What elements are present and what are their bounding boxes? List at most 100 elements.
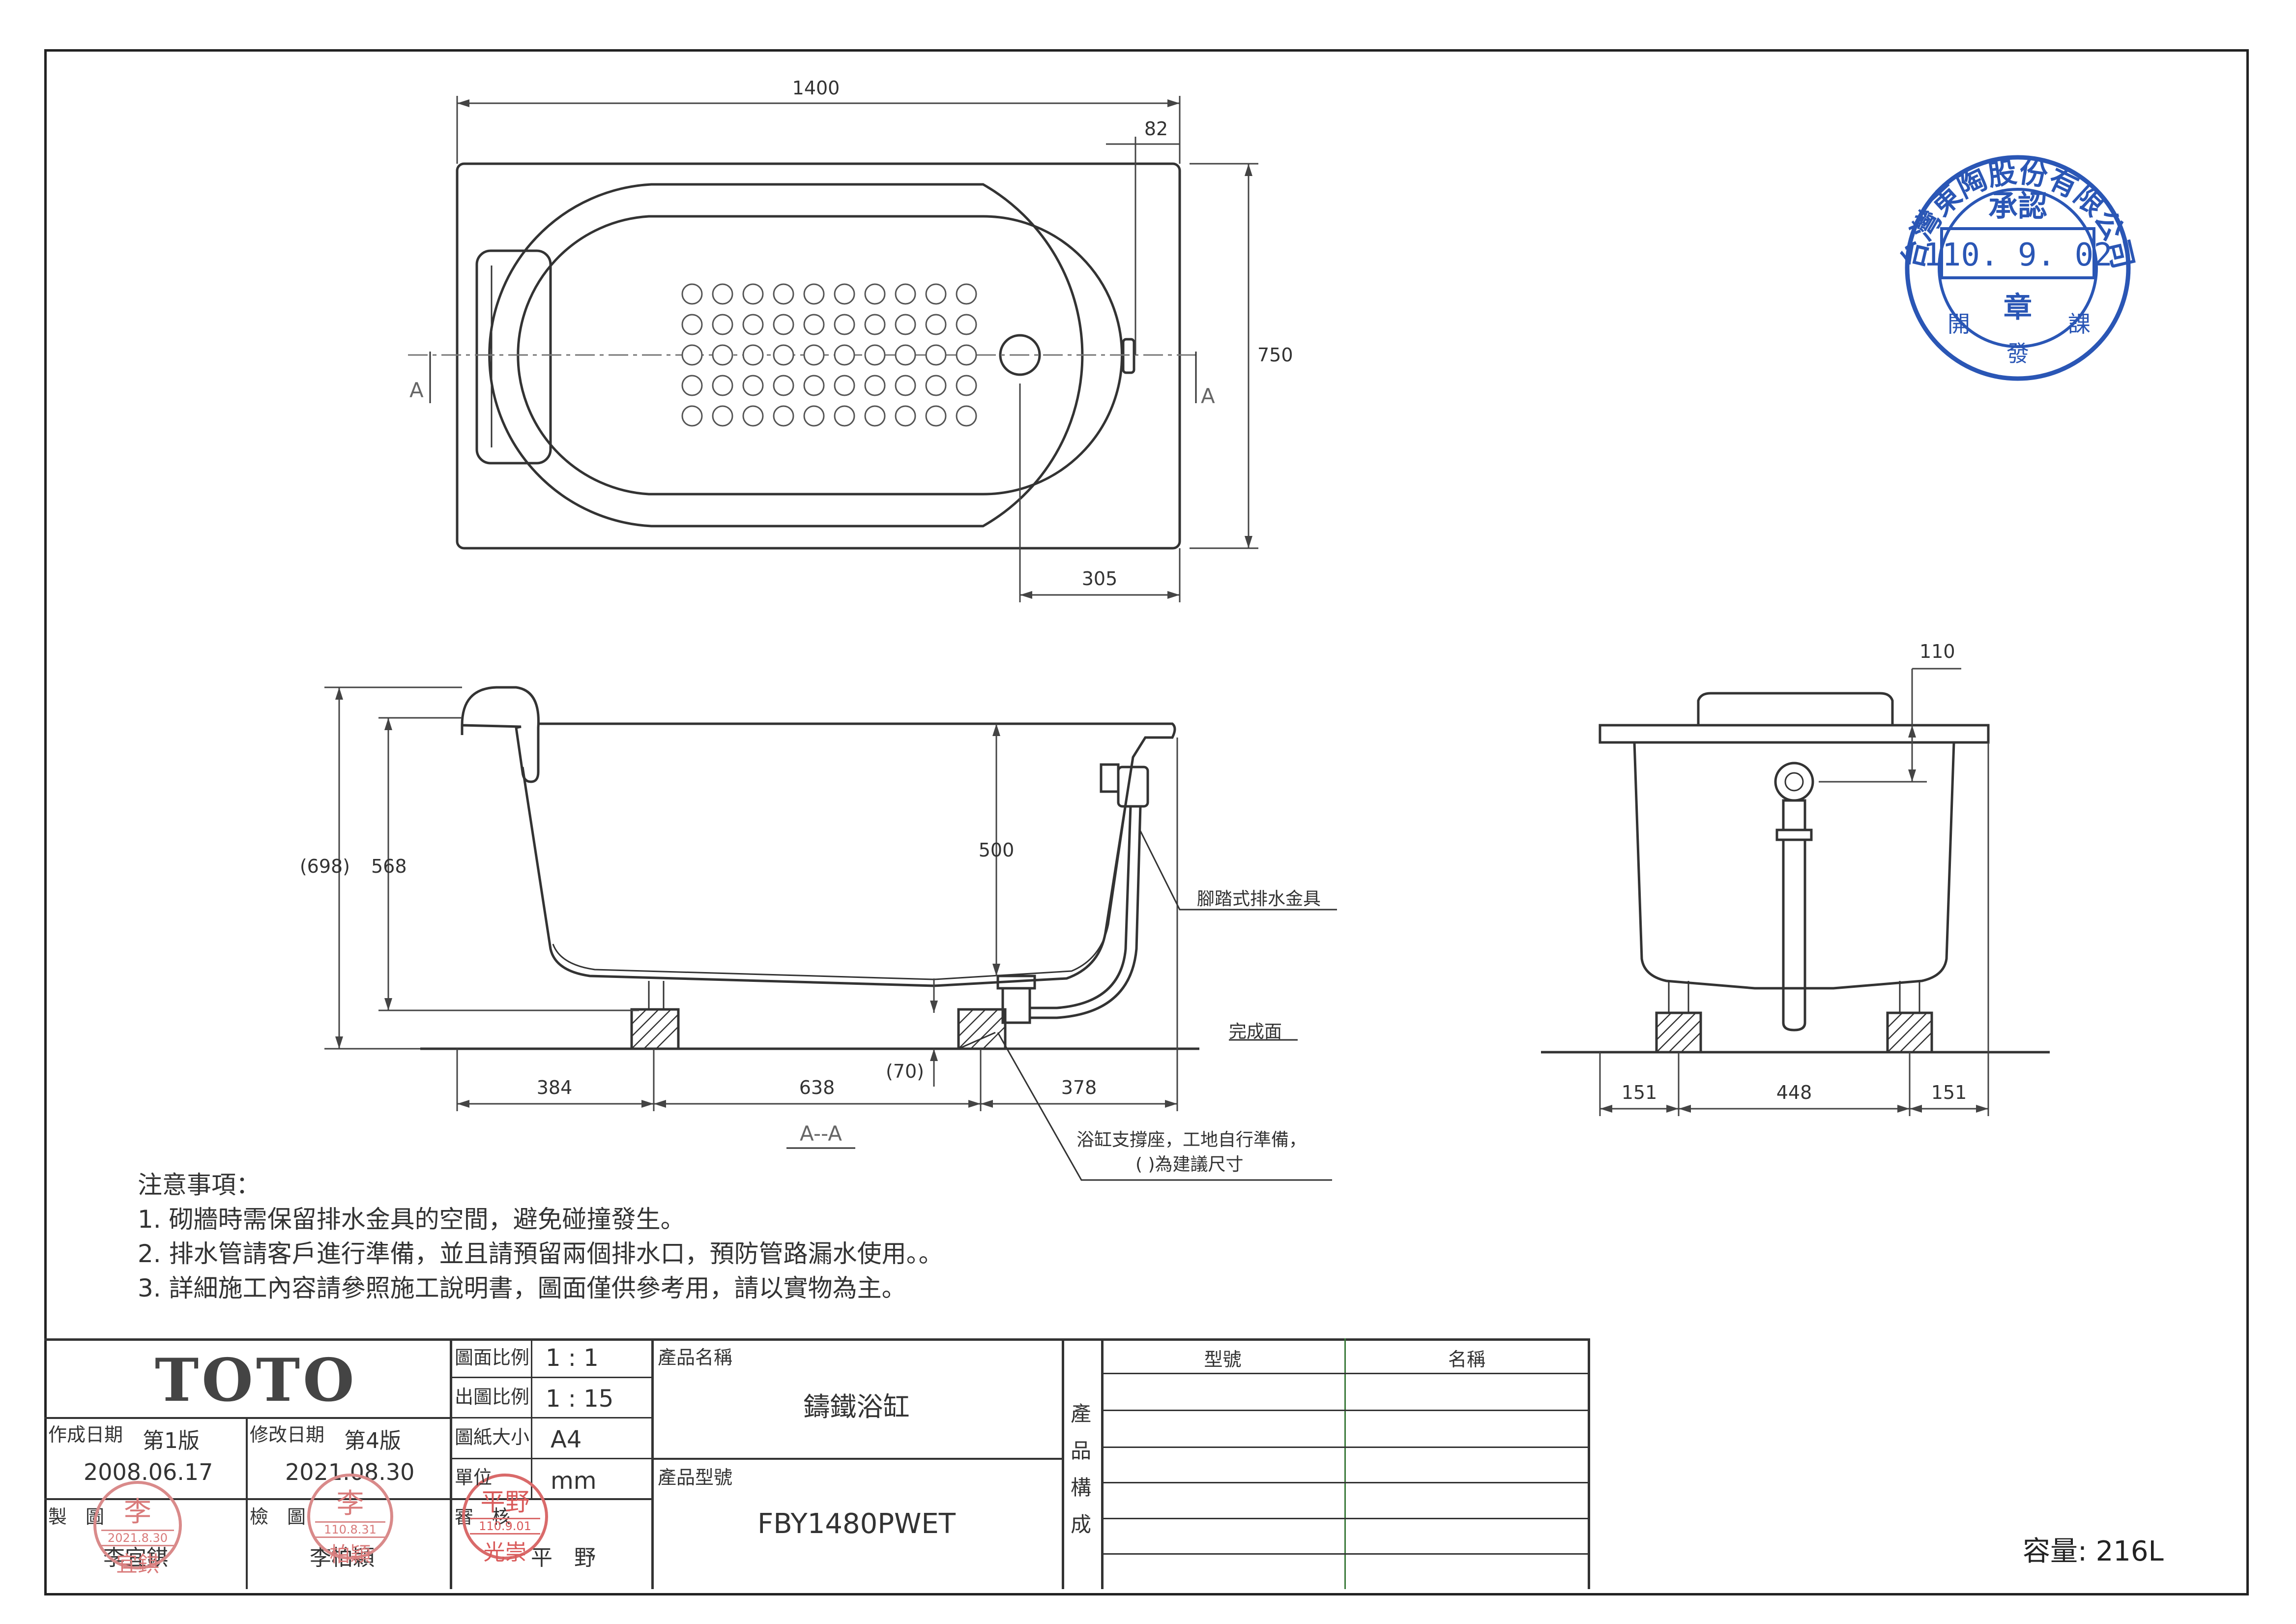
dim-section-right: 378 <box>1061 1077 1097 1098</box>
anti-slip-dot <box>712 283 733 305</box>
product-name: 鑄鐵浴缸 <box>803 1391 910 1422</box>
dim-depth: 500 <box>979 839 1015 861</box>
stamp-seal: 章 <box>2004 291 2032 324</box>
anti-slip-dot <box>773 314 794 335</box>
capacity: 容量: 216L <box>2023 1535 2164 1567</box>
stamp-bottom: 發 <box>2006 340 2029 367</box>
anti-slip-dot <box>834 344 855 366</box>
anti-slip-dot <box>925 405 947 427</box>
anti-slip-dot <box>773 375 794 396</box>
title-block: TOTO 作成日期 第1版 2008.06.17 修改日期 第4版 2021.0… <box>44 1338 1590 1589</box>
stamp-date: 110. 9. 02 <box>1923 237 2112 273</box>
anti-slip-dot <box>864 405 886 427</box>
stamp-left: 開 <box>1947 311 1970 337</box>
dim-side-left: 151 <box>1622 1082 1657 1103</box>
dim-drain: 305 <box>1082 568 1118 590</box>
product-name-label: 產品名稱 <box>658 1347 733 1368</box>
anti-slip-dot <box>895 344 916 366</box>
col-model-header: 型號 <box>1204 1349 1242 1370</box>
anti-slip-dot <box>803 405 825 427</box>
anti-slip-dot <box>864 314 886 335</box>
anti-slip-dot <box>681 405 703 427</box>
stamp-center: 承認 <box>1988 189 2047 224</box>
anti-slip-dot <box>834 283 855 305</box>
created-version: 第1版 <box>143 1428 200 1453</box>
anti-slip-dot <box>681 344 703 366</box>
tub-rim-inner <box>488 183 1084 528</box>
anti-slip-dot <box>895 283 916 305</box>
headrest-section <box>461 686 540 783</box>
product-model: FBY1480PWET <box>757 1508 956 1540</box>
checked-label: 檢 圖 <box>250 1506 306 1528</box>
anti-slip-dot <box>864 283 886 305</box>
section-mark-left: A <box>409 378 424 402</box>
stamp-checked: 李 110.8.31 柏穎 <box>307 1474 393 1566</box>
tub-shell-section <box>521 722 1176 987</box>
col-name-header: 名稱 <box>1448 1349 1485 1370</box>
anti-slip-dot <box>834 375 855 396</box>
anti-slip-dot <box>834 405 855 427</box>
dim-height-total: (698) <box>300 856 350 877</box>
anti-slip-dot <box>803 344 825 366</box>
anti-slip-dot <box>773 405 794 427</box>
created-label: 作成日期 <box>48 1424 123 1446</box>
paper-value: A4 <box>551 1426 582 1453</box>
stamp-approved: 平野 110.9.01 光崇 <box>462 1474 548 1565</box>
anti-slip-dot <box>681 375 703 396</box>
notes-title: 注意事項： <box>138 1171 261 1199</box>
tub-body-side <box>1633 742 1955 990</box>
anti-slip-dot <box>803 283 825 305</box>
label-paren-note: ( )為建議尺寸 <box>1135 1154 1244 1175</box>
anti-slip-dot <box>864 344 886 366</box>
headrest-side <box>1697 692 1894 725</box>
drain-pipe-side <box>1782 840 1806 1032</box>
anti-slip-dot <box>742 344 764 366</box>
section-title: A--A <box>800 1122 842 1146</box>
scale-label: 圖面比例 <box>455 1347 530 1368</box>
support-right <box>957 1008 1007 1050</box>
anti-slip-dot <box>895 314 916 335</box>
note-item-2: 2. 排水管請客戶進行準備，並且請預留兩個排水口，預防管路漏水使用。。 <box>138 1240 943 1268</box>
label-floor: 完成面 <box>1229 1022 1282 1042</box>
anti-slip-dot <box>742 314 764 335</box>
product-model-label: 產品型號 <box>658 1467 733 1488</box>
toto-logo: TOTO <box>155 1346 357 1415</box>
anti-slip-dot <box>895 375 916 396</box>
composition-char-3: 構 <box>1071 1476 1092 1500</box>
dim-side-right: 151 <box>1931 1082 1967 1103</box>
anti-slip-dot <box>773 283 794 305</box>
side-view: 110 151 448 151 <box>1541 641 2050 1116</box>
anti-slip-dot <box>864 375 886 396</box>
label-support: 浴缸支撐座，工地自行準備， <box>1076 1130 1307 1150</box>
anti-slip-dot <box>925 344 947 366</box>
anti-slip-dot <box>895 405 916 427</box>
paper-label: 圖紙大小 <box>455 1426 530 1448</box>
revised-version: 第4版 <box>344 1428 401 1453</box>
headrest-plan <box>475 249 552 465</box>
drain-hole-plan <box>999 334 1041 376</box>
dim-height: 568 <box>371 856 407 877</box>
plan-view: 1400 82 750 305 A A <box>408 77 1293 602</box>
note-item-3: 3. 詳細施工內容請參照施工說明書，圖面僅供參考用，請以實物為主。 <box>138 1274 906 1302</box>
anti-slip-dot <box>712 375 733 396</box>
dim-width: 750 <box>1257 344 1293 366</box>
approval-stamp: 台灣東陶股份有限公司 承認 110. 9. 02 章 開 發 課 <box>1895 155 2140 381</box>
section-mark-right: A <box>1201 384 1215 408</box>
composition-char-4: 成 <box>1071 1512 1092 1536</box>
drain-pipe-section <box>1030 806 1132 1009</box>
note-item-1: 1. 砌牆時需保留排水金具的空間，避免碰撞發生。 <box>138 1205 685 1234</box>
print-scale-value: 1 : 15 <box>546 1385 614 1413</box>
label-drain-fitting: 腳踏式排水金具 <box>1197 889 1321 909</box>
dim-side-top: 110 <box>1919 641 1955 662</box>
composition-char-1: 產 <box>1071 1402 1092 1426</box>
notes: 注意事項： 1. 砌牆時需保留排水金具的空間，避免碰撞發生。 2. 排水管請客戶… <box>138 1168 943 1305</box>
anti-slip-dot <box>834 314 855 335</box>
tub-basin-plan <box>517 215 1123 496</box>
anti-slip-dot <box>742 375 764 396</box>
anti-slip-dot <box>712 405 733 427</box>
unit-value: mm <box>551 1467 597 1495</box>
anti-slip-dot <box>803 314 825 335</box>
overflow-plan <box>1122 338 1135 374</box>
support-left <box>630 1008 680 1050</box>
